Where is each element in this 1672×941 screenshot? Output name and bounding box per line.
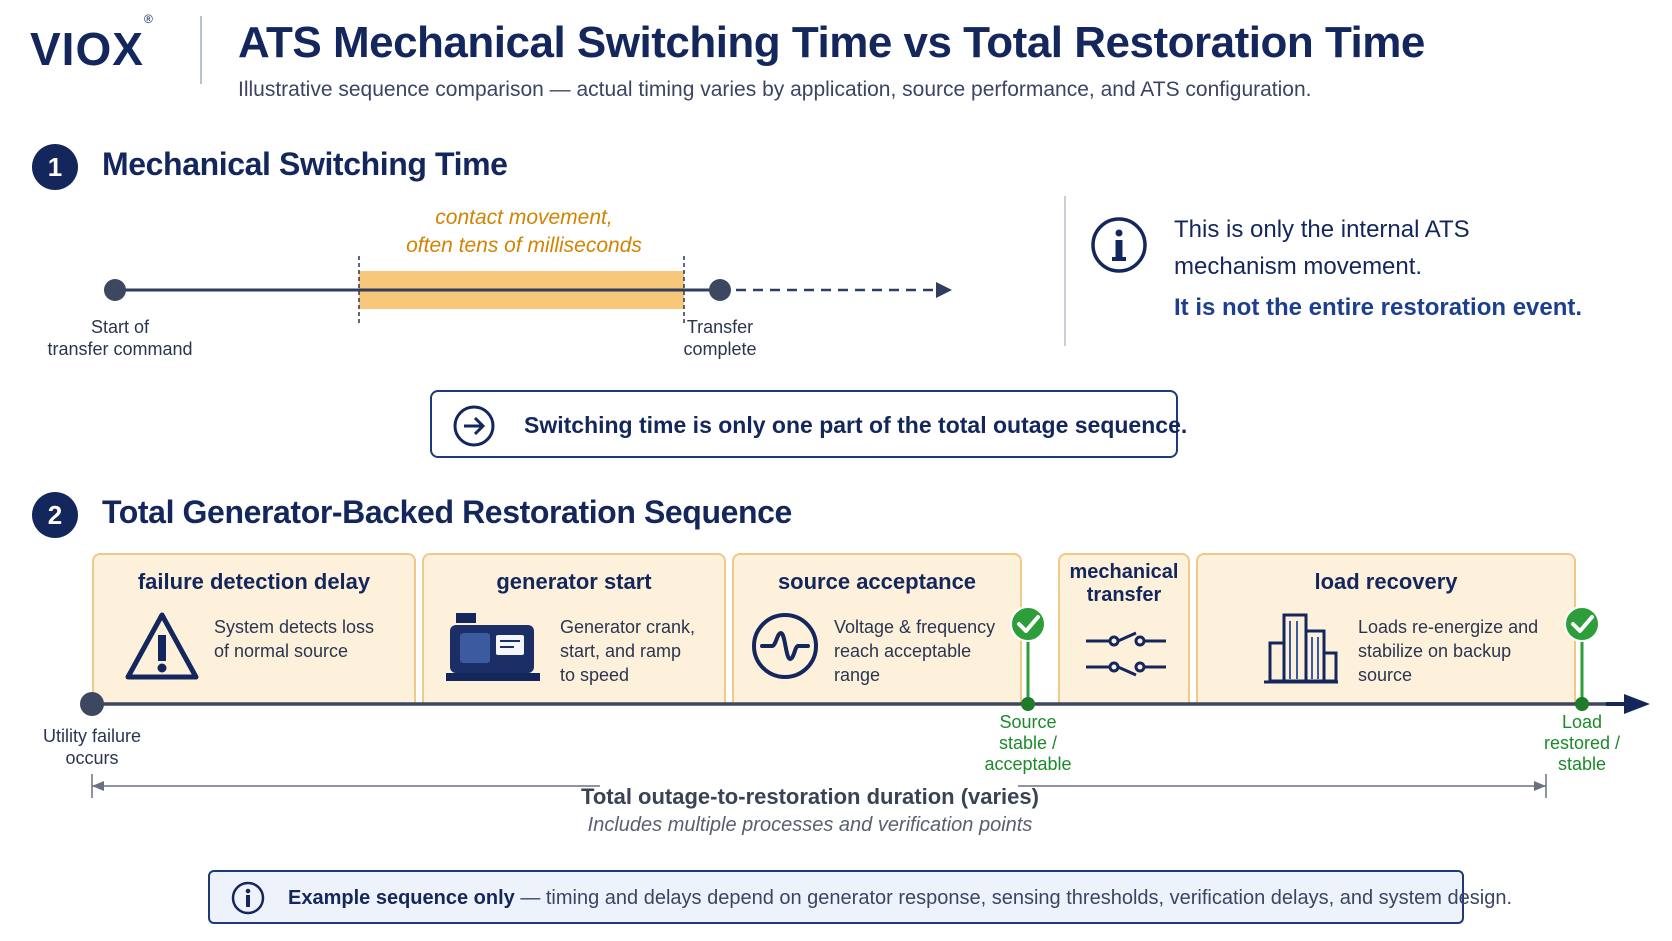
utility-failure-dot bbox=[80, 692, 104, 716]
stage-desc: System detects loss of normal source bbox=[214, 617, 375, 661]
section2-number: 2 bbox=[32, 492, 78, 538]
start-transfer-label: Start of transfer command bbox=[47, 317, 193, 359]
stage-mechanical-transfer: mechanical transfer bbox=[1058, 553, 1190, 705]
transfer-complete-label: Transfer complete bbox=[683, 317, 757, 359]
check-icon bbox=[1010, 606, 1046, 642]
page-subtitle: Illustrative sequence comparison — actua… bbox=[238, 78, 1312, 101]
warning-triangle-icon bbox=[125, 612, 199, 680]
info-divider bbox=[1064, 196, 1066, 346]
stage-title: mechanical transfer bbox=[1069, 561, 1179, 606]
restoration-timeline bbox=[80, 606, 1650, 798]
load-restored-dot bbox=[1575, 697, 1589, 711]
info-circle-icon bbox=[1091, 217, 1147, 273]
end-dot bbox=[709, 279, 731, 301]
source-stable-dot bbox=[1021, 697, 1035, 711]
duration-subtitle: Includes multiple processes and verifica… bbox=[587, 814, 1033, 836]
section1-title: Mechanical Switching Time bbox=[102, 146, 508, 182]
stage-generator-start: generator start Generator crank, start, … bbox=[422, 553, 726, 705]
stage-title: generator start bbox=[496, 569, 652, 594]
contact-movement-note: contact movement, often tens of millisec… bbox=[406, 206, 642, 257]
duration-title: Total outage-to-restoration duration (va… bbox=[581, 784, 1039, 809]
source-stable-label: Source stable / acceptable bbox=[984, 712, 1072, 774]
load-restored-label: Load restored / stable bbox=[1543, 712, 1621, 774]
buildings-icon bbox=[1264, 613, 1338, 684]
viox-logo: VIOX® bbox=[30, 11, 154, 75]
footer-note: Example sequence only — timing and delay… bbox=[208, 870, 1512, 924]
header-divider bbox=[200, 16, 202, 84]
stage-desc: Generator crank, start, and ramp to spee… bbox=[560, 617, 696, 685]
info-strong-text: It is not the entire restoration event. bbox=[1174, 294, 1583, 321]
stage-desc: Voltage & frequency reach acceptable ran… bbox=[834, 617, 996, 685]
section2-title: Total Generator-Backed Restoration Seque… bbox=[102, 494, 792, 530]
sequence-arrowhead bbox=[1624, 694, 1650, 714]
arrow-right-circle-icon bbox=[453, 405, 495, 447]
sine-wave-icon bbox=[752, 613, 818, 679]
start-dot bbox=[104, 279, 126, 301]
stage-title: load recovery bbox=[1314, 569, 1458, 594]
transfer-switch-icon bbox=[1086, 631, 1166, 677]
info-circle-icon bbox=[231, 881, 265, 915]
stage-title: source acceptance bbox=[777, 569, 977, 594]
switching-timeline bbox=[104, 256, 952, 324]
stage-title: failure detection delay bbox=[137, 569, 371, 594]
page-title: ATS Mechanical Switching Time vs Total R… bbox=[238, 18, 1425, 67]
stage-desc: Loads re-energize and stabilize on backu… bbox=[1358, 617, 1539, 685]
info-text: This is only the internal ATS mechanism … bbox=[1174, 216, 1470, 280]
timeline-arrowhead bbox=[936, 282, 952, 298]
section1-number: 1 bbox=[32, 144, 78, 190]
callout-text: Switching time is only one part of the t… bbox=[524, 412, 1188, 438]
footer-text: Example sequence only — timing and delay… bbox=[288, 887, 1513, 909]
stage-failure-detection: failure detection delay System detects l… bbox=[92, 553, 416, 705]
check-icon bbox=[1564, 606, 1600, 642]
switching-callout: Switching time is only one part of the t… bbox=[430, 390, 1187, 458]
utility-failure-label: Utility failure occurs bbox=[42, 726, 142, 768]
generator-icon bbox=[446, 613, 540, 681]
